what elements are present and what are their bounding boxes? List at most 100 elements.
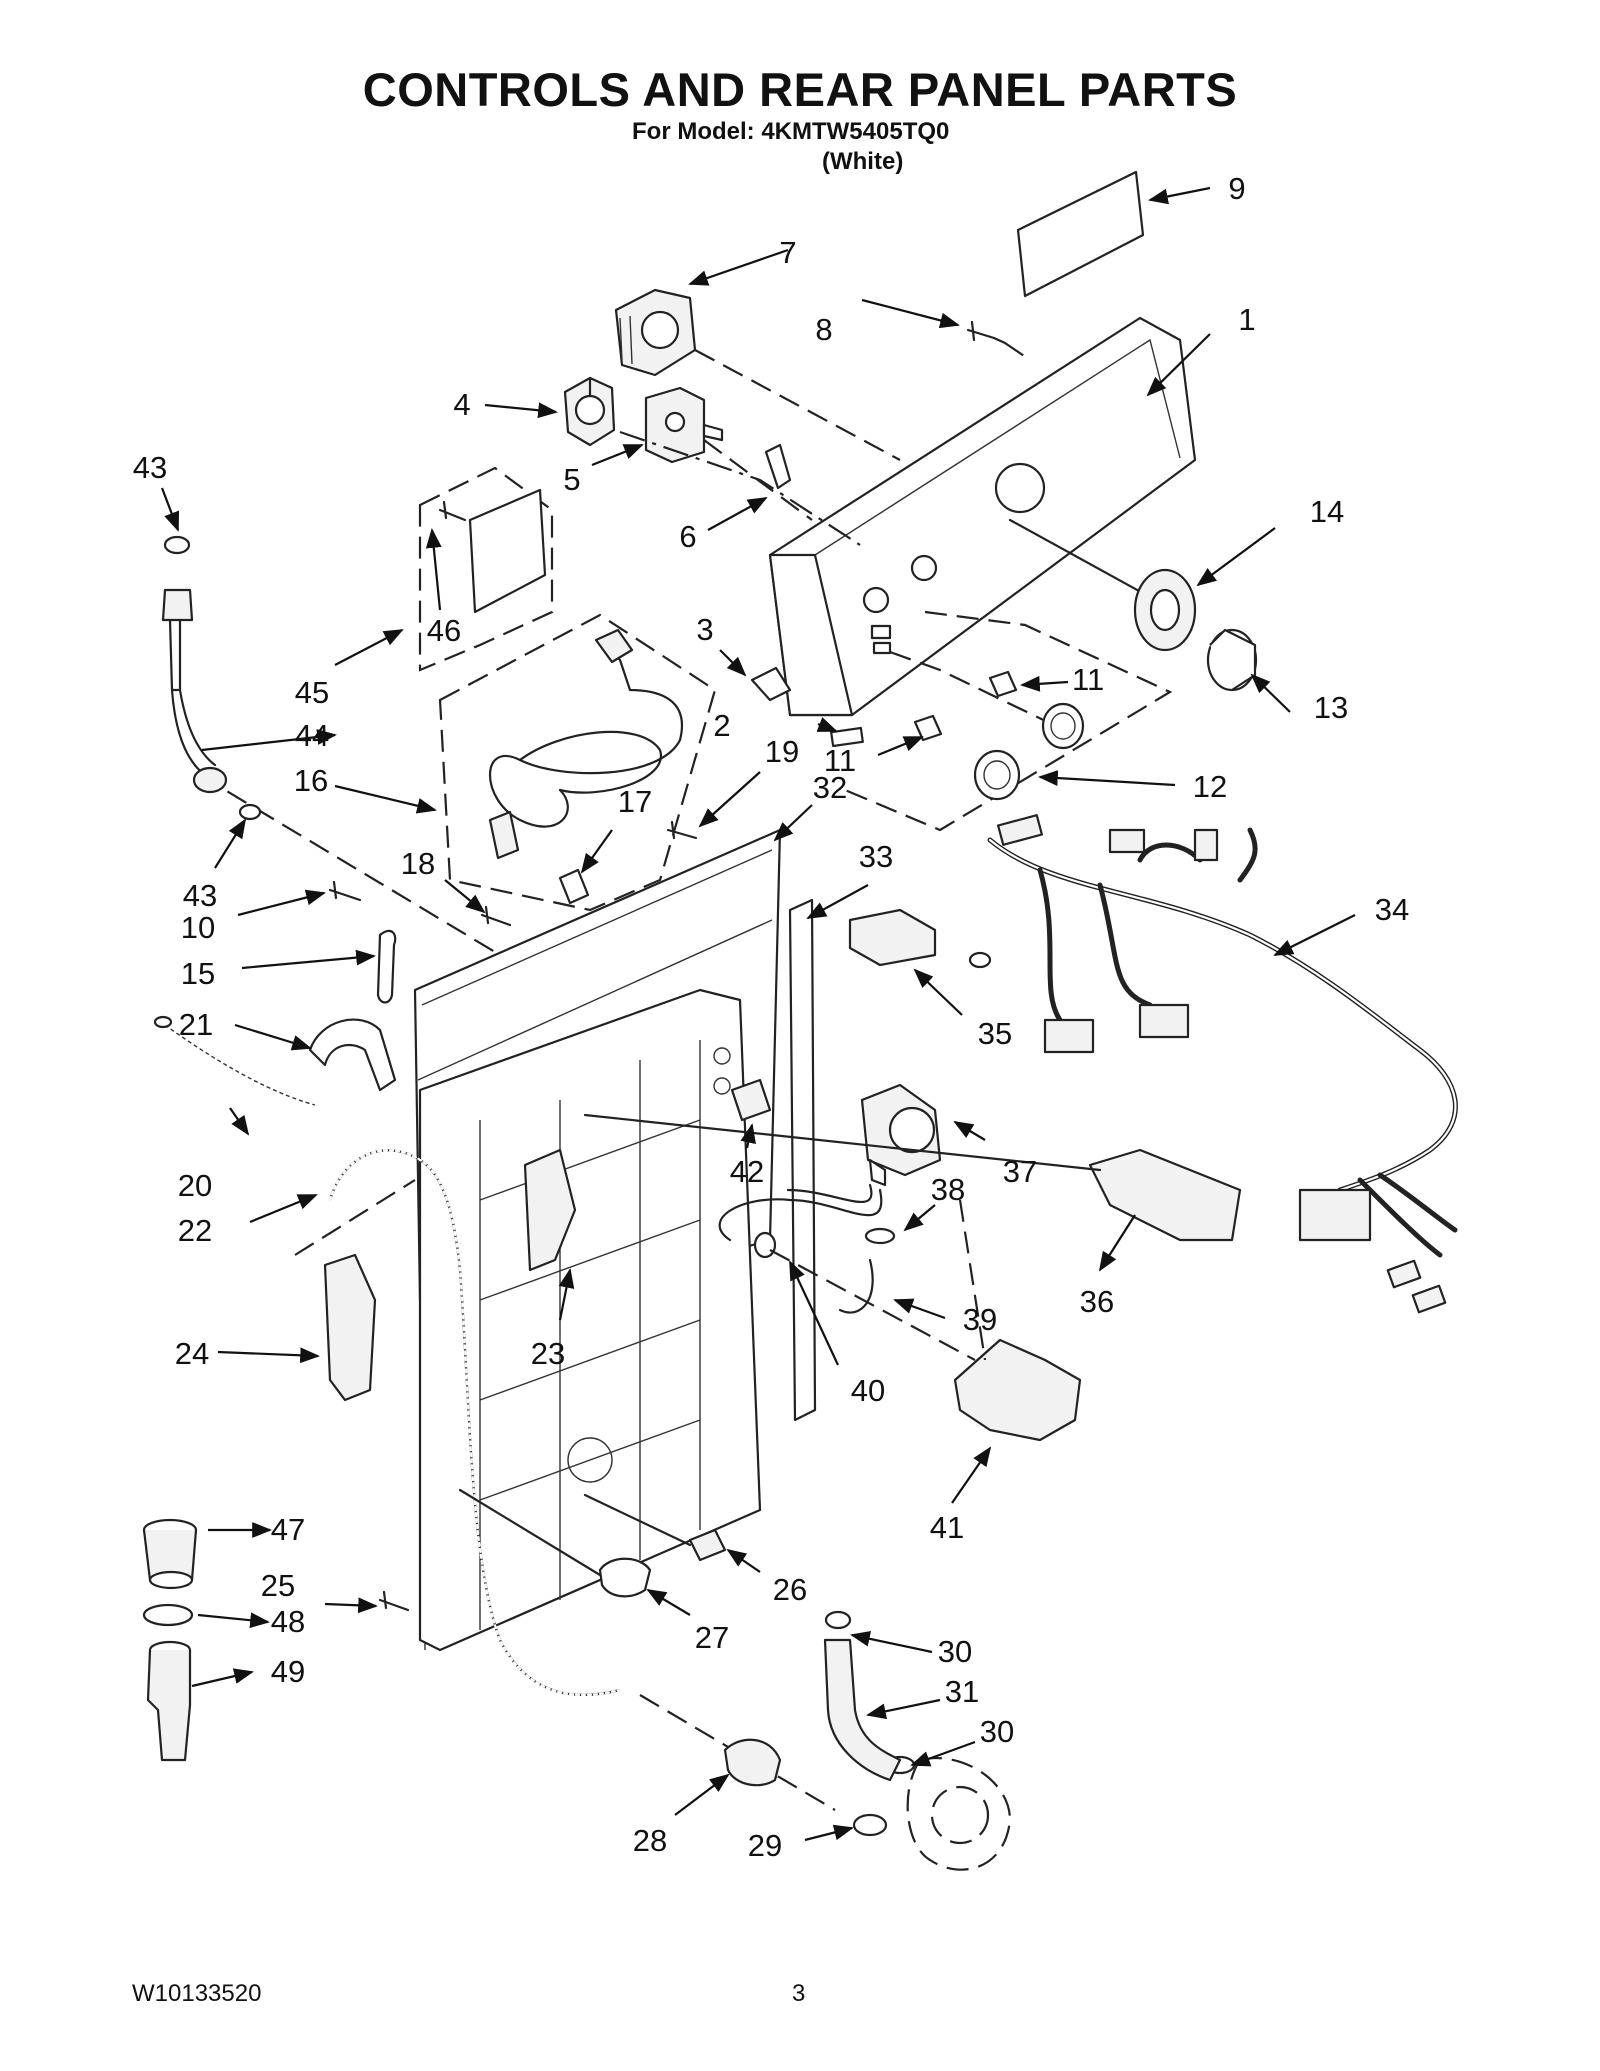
callout-41: 41 xyxy=(930,1510,964,1545)
clip-part-6 xyxy=(764,443,792,490)
connector-part xyxy=(730,1078,772,1122)
callout-20: 20 xyxy=(178,1168,212,1203)
knob-part-b xyxy=(973,749,1021,801)
screw-part-19 xyxy=(666,820,698,840)
drain-hose-part xyxy=(328,1149,622,1697)
callout-44: 44 xyxy=(295,718,329,753)
callout-49: 49 xyxy=(271,1654,305,1689)
callout-43b: 43 xyxy=(183,878,217,913)
callout-1: 1 xyxy=(1238,302,1255,337)
model-color: (White) xyxy=(822,148,904,175)
screw-part-25 xyxy=(378,1590,410,1612)
screw-part-10 xyxy=(328,880,362,902)
callout-22: 22 xyxy=(178,1213,212,1248)
callout-27: 27 xyxy=(695,1620,729,1655)
power-cord-part xyxy=(488,628,683,860)
drain-clamp-part xyxy=(142,1603,194,1627)
tie-strap-part xyxy=(164,1024,316,1106)
callout-19: 19 xyxy=(765,734,799,769)
callout-9: 9 xyxy=(1228,171,1245,206)
callout-3: 3 xyxy=(696,612,713,647)
callout-38: 38 xyxy=(931,1172,965,1207)
clip-part-3 xyxy=(750,666,792,702)
callout-46: 46 xyxy=(427,613,461,648)
pump-part xyxy=(906,1757,1012,1871)
screw-part-46 xyxy=(438,500,467,522)
callout-11a: 11 xyxy=(1072,662,1104,697)
callout-35: 35 xyxy=(978,1016,1012,1051)
callout-6: 6 xyxy=(679,519,696,554)
knob-insert-b xyxy=(913,714,943,742)
callout-4: 4 xyxy=(453,387,470,422)
knob-skirt-part xyxy=(1133,568,1197,652)
selector-switch-part xyxy=(563,376,616,447)
callout-40: 40 xyxy=(851,1373,885,1408)
clamp-part-30-top xyxy=(824,1610,852,1630)
callout-45: 45 xyxy=(295,675,329,710)
knob-insert-a xyxy=(988,670,1018,698)
clamp-part-29 xyxy=(852,1813,888,1837)
rear-panel-part xyxy=(413,828,782,1652)
knob-part-a xyxy=(1041,702,1085,750)
hose-clamp-part-28 xyxy=(723,1738,782,1787)
callout-12: 12 xyxy=(1193,769,1227,804)
hose-clip-part-21 xyxy=(308,1018,397,1092)
water-valve-part xyxy=(860,1083,942,1187)
callout-30a: 30 xyxy=(938,1634,972,1669)
hose-bracket-part-35 xyxy=(848,908,937,967)
callout-48: 48 xyxy=(271,1604,305,1639)
drain-coupling-part xyxy=(142,1518,198,1590)
callout-34: 34 xyxy=(1375,892,1409,927)
hose-bracket-part xyxy=(323,1253,377,1402)
callout-17: 17 xyxy=(618,784,652,819)
wire-harness-part xyxy=(987,814,1458,1314)
callout-29: 29 xyxy=(748,1828,782,1863)
callout-15: 15 xyxy=(181,956,215,991)
callout-21: 21 xyxy=(179,1007,213,1042)
rotary-switch-part xyxy=(644,386,724,464)
callout-14: 14 xyxy=(1310,494,1344,529)
wire-guide-part-36 xyxy=(1088,1148,1242,1242)
drain-adapter-part xyxy=(146,1640,192,1762)
tape-part-2 xyxy=(830,726,864,748)
hose-ring-part-38 xyxy=(864,1227,896,1245)
page-title: CONTROLS AND REAR PANEL PARTS xyxy=(362,63,1238,116)
callout-11b: 11 xyxy=(824,743,856,778)
callout-18: 18 xyxy=(401,846,435,881)
callout-10: 10 xyxy=(181,910,215,945)
callout-31: 31 xyxy=(945,1674,979,1709)
callout-36: 36 xyxy=(1080,1284,1114,1319)
callout-43a: 43 xyxy=(133,450,167,485)
timer-knob-part xyxy=(1206,628,1258,692)
callout-28: 28 xyxy=(633,1823,667,1858)
console-panel xyxy=(768,316,1197,717)
page-number: 3 xyxy=(792,1980,806,2007)
overlay-label-part xyxy=(1016,170,1145,298)
plug-part xyxy=(688,1528,727,1562)
model-number: For Model: 4KMTW5405TQ0 xyxy=(632,118,950,145)
pump-hose-part xyxy=(823,1638,902,1782)
leader-arrows xyxy=(160,186,1356,1842)
callout-13: 13 xyxy=(1314,690,1348,725)
tub-bracket-part xyxy=(523,1148,577,1272)
callout-23: 23 xyxy=(531,1336,565,1371)
inlet-hose-part xyxy=(718,1183,883,1242)
document-number: W10133520 xyxy=(132,1980,262,2007)
hose-clamp-part-27 xyxy=(598,1557,652,1598)
callout-39: 39 xyxy=(963,1302,997,1337)
callout-8: 8 xyxy=(815,312,832,347)
callout-47: 47 xyxy=(271,1512,305,1547)
callout-26: 26 xyxy=(773,1572,807,1607)
callout-24: 24 xyxy=(175,1336,209,1371)
timer-part xyxy=(614,288,697,377)
callout-2: 2 xyxy=(713,708,730,743)
callout-33: 33 xyxy=(859,839,893,874)
callout-30b: 30 xyxy=(980,1714,1014,1749)
wiring-diagram-part xyxy=(468,488,547,614)
side-bracket-part xyxy=(788,898,817,1422)
screw-part-18 xyxy=(480,905,512,927)
callout-16: 16 xyxy=(294,763,328,798)
callout-labels: 1 2 3 4 5 6 7 8 9 10 11 11 12 13 14 15 1… xyxy=(133,171,1409,1863)
callout-25: 25 xyxy=(261,1568,295,1603)
